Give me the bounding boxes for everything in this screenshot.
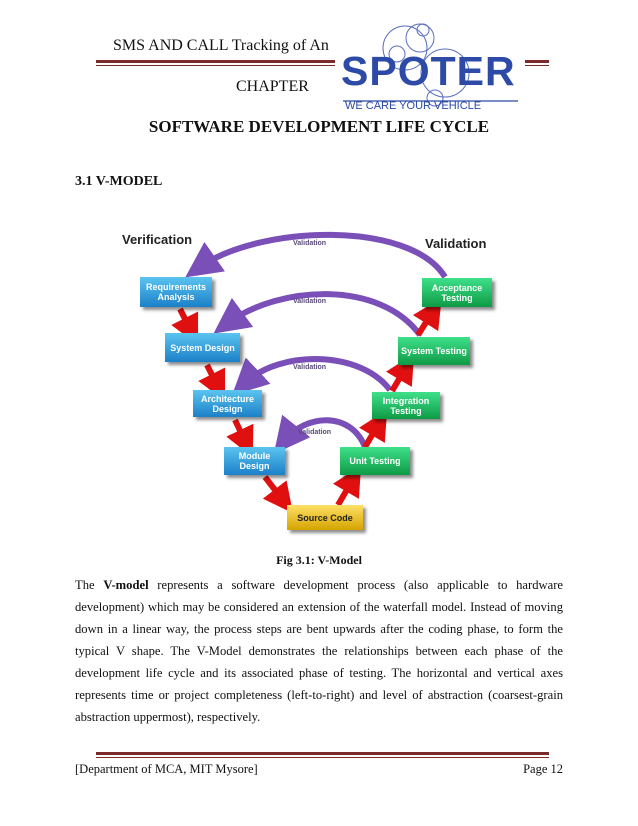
arc-label: Validation — [293, 364, 327, 371]
footer-department: [Department of MCA, MIT Mysore] — [75, 762, 258, 776]
box-acceptance-testing: Acceptance Testing — [422, 278, 492, 307]
body-paragraph: The V-model represents a software develo… — [75, 574, 563, 728]
arc-label: Validation — [293, 240, 327, 247]
spoter-logo: SPOTER WE CARE YOUR VEHICLE — [335, 18, 525, 118]
box-system-testing: System Testing — [398, 337, 470, 365]
diagram-arrows — [171, 231, 448, 514]
footer-rule-thin — [96, 757, 549, 758]
footer-page-number: Page 12 — [523, 762, 563, 776]
box-integration-testing: Integration Testing — [372, 392, 440, 419]
process-arrows — [171, 297, 442, 514]
v-model-diagram: Verification Validation Validation Valid… — [110, 225, 510, 540]
header-rule-thin — [96, 65, 549, 66]
box-architecture-design: Architecture Design — [193, 390, 262, 417]
header-rule — [96, 60, 549, 63]
footer-rule — [96, 752, 549, 755]
validation-label: Validation — [425, 236, 487, 251]
chapter-heading: CHAPTER — [236, 78, 309, 95]
logo-wordmark: SPOTER — [341, 48, 516, 94]
running-header: SMS AND CALL Tracking of An — [113, 37, 329, 54]
logo-circles-icon — [343, 23, 518, 107]
page-title: SOFTWARE DEVELOPMENT LIFE CYCLE — [148, 117, 490, 136]
para-lead: The — [75, 578, 104, 592]
box-module-design: Module Design — [224, 447, 285, 475]
box-requirements-analysis: Requirements Analysis — [140, 277, 212, 307]
logo-tagline: WE CARE YOUR VEHICLE — [345, 100, 482, 112]
verification-label: Verification — [122, 232, 193, 247]
figure-caption: Fig 3.1: V-Model — [276, 553, 362, 567]
box-source-code: Source Code — [287, 505, 363, 530]
box-unit-testing: Unit Testing — [340, 447, 410, 475]
section-heading: 3.1 V-MODEL — [75, 174, 163, 189]
arc-label: Validation — [293, 298, 327, 305]
para-text: represents a software development proces… — [75, 578, 563, 724]
para-bold-term: V-model — [103, 578, 149, 592]
box-system-design: System Design — [165, 333, 240, 362]
arc-label: Validation — [298, 429, 332, 436]
